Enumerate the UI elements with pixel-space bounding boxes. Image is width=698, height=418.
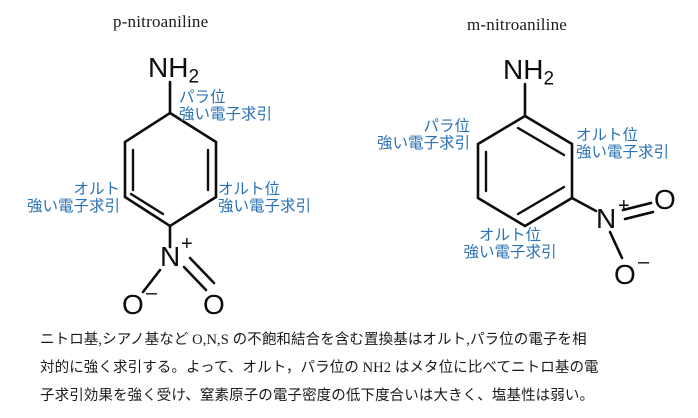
annotation-ortho-left-p: オルト 強い電子求引 <box>0 181 120 216</box>
bond-nitro-n-to-o-anion-p <box>141 268 162 294</box>
annotation-para-left-m-line2: 強い電子求引 <box>376 135 470 153</box>
bond-nitro-n-to-o-double-a-m <box>621 201 653 212</box>
amine-element-m: NH <box>503 54 544 85</box>
bond-nitro-n-to-o-double-b-m <box>623 210 655 221</box>
atom-label-oxygen-anion-m: O <box>614 259 636 290</box>
annotation-ortho-left-p-line2: 強い電子求引 <box>26 198 120 216</box>
ring-double-bond-upper-right-m <box>516 126 566 157</box>
annotation-para-p-line2: 強い電子求引 <box>179 106 273 124</box>
m-nitroaniline-skeleton <box>476 82 655 260</box>
atom-label-oxygen-m: O <box>654 184 676 215</box>
annotation-ortho-right-p-line1: オルト位 <box>218 181 281 198</box>
annotation-ortho-bottom-m-line1: オルト位 <box>478 227 541 244</box>
atom-label-nitrogen-p: N <box>160 241 181 272</box>
caption-block: ニトロ基,シアノ基など O,N,S の不飽和結合を含む置換基はオルト,パラ位の電… <box>40 326 668 410</box>
bond-nitro-n-to-o-double-b-p <box>188 256 216 285</box>
annotation-ortho-bottom-m: オルト位 強い電子求引 <box>440 227 580 262</box>
caption-line-2: 対的に強く求引する。よって、オルト，パラ位の NH2 はメタ位に比べてニトロ基の… <box>40 360 599 376</box>
benzene-ring-p <box>123 111 218 228</box>
amine-subscript-m: 2 <box>543 68 555 90</box>
p-nitroaniline-skeleton <box>123 80 218 294</box>
annotation-ortho-right-p: オルト位 強い電子求引 <box>218 181 311 216</box>
bond-ring-to-nitro-m <box>570 196 598 213</box>
charge-oxygen-minus-m: – <box>638 251 650 273</box>
annotation-para-p: パラ位 強い電子求引 <box>179 89 272 124</box>
caption-line-1: ニトロ基,シアノ基など O,N,S の不飽和結合を含む置換基はオルト,パラ位の電… <box>40 332 587 348</box>
molecule-title-m-nitroaniline: m-nitroaniline <box>467 15 568 34</box>
annotation-ortho-right-p-line2: 強い電子求引 <box>218 198 312 216</box>
benzene-ring-m <box>476 114 574 228</box>
annotation-ortho-left-p-line1: オルト <box>73 181 120 198</box>
atom-label-amine-m: NH2 <box>503 56 554 89</box>
annotation-ortho-bottom-m-line2: 強い電子求引 <box>463 244 557 262</box>
annotation-ortho-right-m-line1: オルト位 <box>576 127 639 144</box>
caption-line-3: 子求引効果を強く受け、窒素原子の電子密度の低下度合いは大きく、塩基性は弱い。 <box>40 388 595 404</box>
ring-double-bond-lower-right-m <box>516 185 566 216</box>
molecule-title-p-nitroaniline: p-nitroaniline <box>113 12 209 31</box>
annotation-para-left-m-line1: パラ位 <box>423 118 470 135</box>
amine-subscript-p: 2 <box>188 66 200 88</box>
annotation-ortho-right-m-line2: 強い電子求引 <box>576 144 670 162</box>
charge-nitrogen-plus-m: + <box>618 195 630 217</box>
atom-label-amine-p: NH2 <box>148 54 199 87</box>
amine-element-p: NH <box>148 52 189 83</box>
charge-oxygen-minus-p: – <box>146 282 158 304</box>
charge-nitrogen-plus-p: + <box>181 233 193 255</box>
annotation-para-left-m: パラ位 強い電子求引 <box>355 118 470 153</box>
atom-label-oxygen-p: O <box>203 289 225 320</box>
atom-label-nitrogen-m: N <box>596 203 617 234</box>
ring-double-bond-lower-left-p <box>129 192 165 216</box>
bond-nitro-n-to-o-anion-m <box>608 230 624 260</box>
bond-nitro-n-to-o-double-a-p <box>182 265 208 292</box>
annotation-para-p-line1: パラ位 <box>179 89 226 106</box>
annotation-ortho-right-m: オルト位 強い電子求引 <box>576 127 669 162</box>
atom-label-oxygen-anion-p: O <box>122 289 144 320</box>
